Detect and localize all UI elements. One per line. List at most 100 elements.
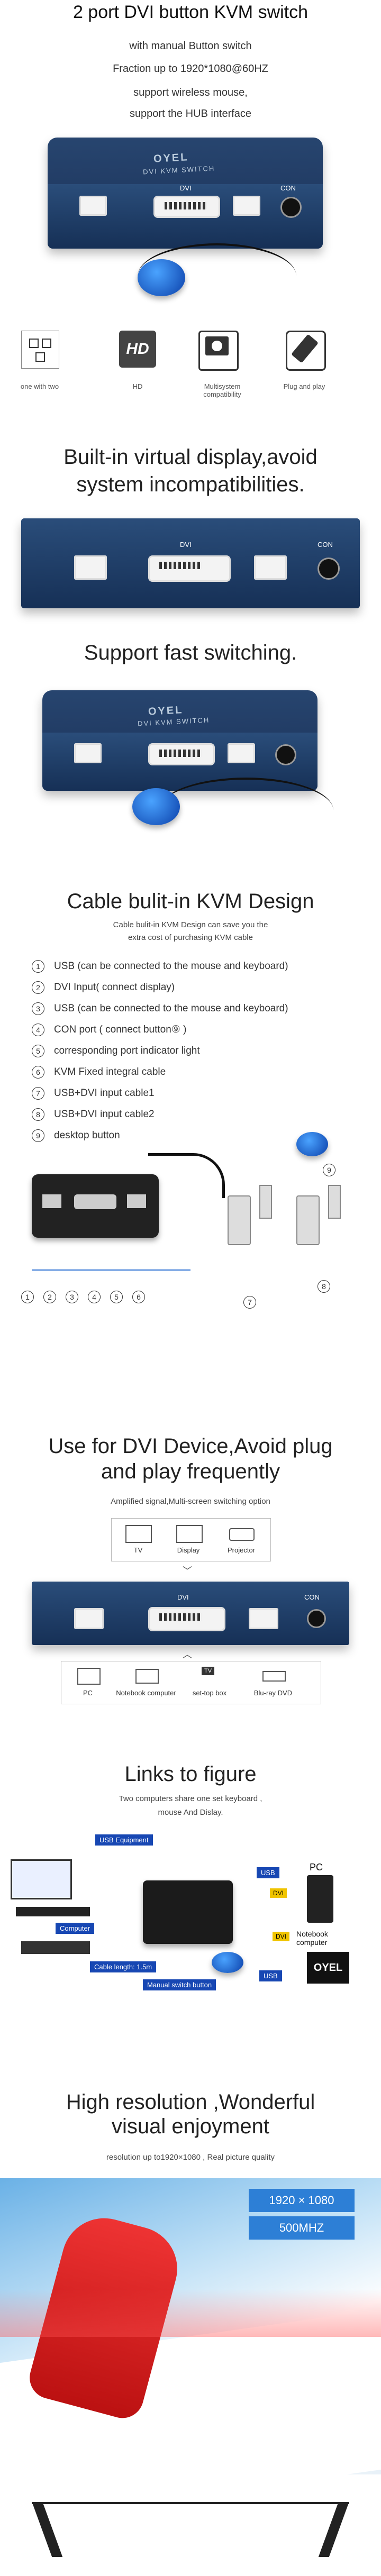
laptop-icon [135, 1669, 159, 1684]
callout: 7 [243, 1296, 266, 1309]
device-model: DVI KVM SWITCH [142, 164, 215, 176]
wireless-button-icon [132, 788, 180, 825]
pc-tower-icon [307, 1875, 333, 1923]
section-title: Use for DVI Device,Avoid plug [48, 1435, 333, 1458]
section-title: system incompatibilities. [76, 473, 305, 496]
button-icon [212, 1952, 243, 1973]
resolution-badge: 1920 × 1080 [249, 2189, 355, 2212]
notebook-brand: OYEL [307, 1952, 349, 1984]
callout: 9 [323, 1164, 345, 1176]
keyboard-icon [16, 1907, 90, 1916]
desktop-button-icon [296, 1132, 328, 1156]
hero-line-1: with manual Button switch [129, 40, 252, 52]
monitor-icon [11, 1859, 72, 1899]
section-subtitle: Amplified signal,Multi-screen switching … [111, 1497, 270, 1506]
dvi-tag: DVI [270, 1888, 287, 1898]
display-icon [176, 1525, 203, 1543]
virtual-display-section: Built-in virtual display,avoid system in… [0, 444, 381, 619]
hero-line-3: support wireless mouse, [133, 87, 248, 98]
usb-port-icon [79, 196, 107, 216]
bandwidth-badge: 500MHZ [249, 2216, 355, 2240]
con-port-icon [280, 197, 302, 218]
cable-design-section: Cable bulit-in KVM Design Cable bulit-in… [0, 889, 381, 1418]
hero-line-2: Fraction up to 1920*1080@60HZ [113, 63, 268, 75]
usb-equipment-tag: USB Equipment [95, 1834, 153, 1846]
keyboard-icon [21, 1941, 90, 1954]
icon-label: Multisystem compatibility [203, 382, 241, 398]
icon-label: one with two [20, 382, 59, 390]
notebook-label: Notebook computer [296, 1930, 328, 1947]
fast-switch-section: Support fast switching. OYEL DVI KVM SWI… [0, 640, 381, 846]
callout: 8 [318, 1280, 340, 1293]
tv-badge: TV [202, 1667, 215, 1675]
section-subtitle: mouse And Dislay. [158, 1808, 223, 1817]
hero-line-4: support the HUB interface [129, 108, 252, 120]
links-section: Links to figure Two computers share one … [0, 1761, 381, 2079]
kvm-device-front-image: DVI CON [32, 1582, 349, 1645]
hero-section: 2 port DVI button KVM switch with manual… [0, 0, 381, 317]
usb-plug-icon [259, 1185, 272, 1219]
dvi-label: DVI [180, 541, 192, 549]
dvi-device-section: Use for DVI Device,Avoid plug and play f… [0, 1433, 381, 1835]
dvi-tag: DVI [273, 1932, 290, 1941]
section-title: and play frequently [101, 1460, 280, 1483]
tv-icon [125, 1525, 152, 1543]
usb-port-icon [233, 196, 260, 216]
bluray-icon [262, 1671, 286, 1682]
wireless-button-icon [138, 259, 185, 296]
input-devices-box: TV PC Notebook computer set-top box Blu-… [61, 1661, 321, 1704]
tv-stand [32, 2502, 349, 2504]
con-label: CON [318, 541, 333, 549]
manual-button-tag: Manual switch button [143, 1979, 216, 1990]
kvm-device-front-image: DVI CON [21, 518, 360, 608]
icon-label: HD [132, 382, 143, 390]
section-title: visual enjoyment [112, 2115, 269, 2138]
output-devices-box: TV Display Projector [111, 1518, 271, 1561]
dvi-label: DVI [180, 184, 192, 192]
section-title: Links to figure [124, 1762, 257, 1786]
monitor-icon [198, 331, 239, 371]
usb-tag: USB [259, 1970, 282, 1981]
plug-icon [286, 331, 326, 371]
kvm-cable-device-image [32, 1174, 159, 1238]
icon-label: Plug and play [283, 382, 325, 390]
projector-icon [229, 1528, 255, 1541]
page-title: 2 port DVI button KVM switch [72, 2, 309, 22]
cable-length-tag: Cable length: 1.5m [90, 1961, 157, 1972]
grid-icon [21, 331, 59, 369]
usb-tag: USB [257, 1867, 279, 1878]
device-brand: OYEL [153, 151, 189, 165]
kvm-device-image: OYEL DVI KVM SWITCH [42, 690, 318, 791]
dvi-plug-icon [296, 1195, 320, 1245]
resolution-section: High resolution ,Wonderful visual enjoym… [0, 2089, 381, 2576]
chevron-down-icon: ﹀ [183, 1566, 192, 1576]
device-brand: OYEL [148, 704, 184, 718]
kvm-device-image: OYEL DVI KVM SWITCH DVI CON [48, 138, 323, 249]
chevron-up-icon: ︿ [183, 1649, 192, 1660]
section-title: High resolution ,Wonderful [66, 2090, 315, 2114]
section-subtitle: Two computers share one set keyboard , [119, 1794, 262, 1803]
section-subtitle: resolution up to1920×1080 , Real picture… [106, 2153, 275, 2162]
pc-icon [77, 1668, 101, 1685]
computer-tag: Computer [56, 1923, 95, 1934]
con-label: CON [280, 184, 296, 192]
usb-plug-icon [328, 1185, 341, 1219]
section-title: Built-in virtual display,avoid [64, 445, 318, 469]
kvm-cable-device-image [143, 1880, 233, 1944]
dvi-plug-icon [228, 1195, 251, 1245]
section-title: Cable bulit-in KVM Design [67, 890, 314, 913]
pc-label: PC [310, 1862, 323, 1872]
hd-icon: HD [119, 331, 156, 368]
section-title: Support fast switching. [84, 641, 297, 664]
dvi-port-icon [153, 196, 220, 218]
